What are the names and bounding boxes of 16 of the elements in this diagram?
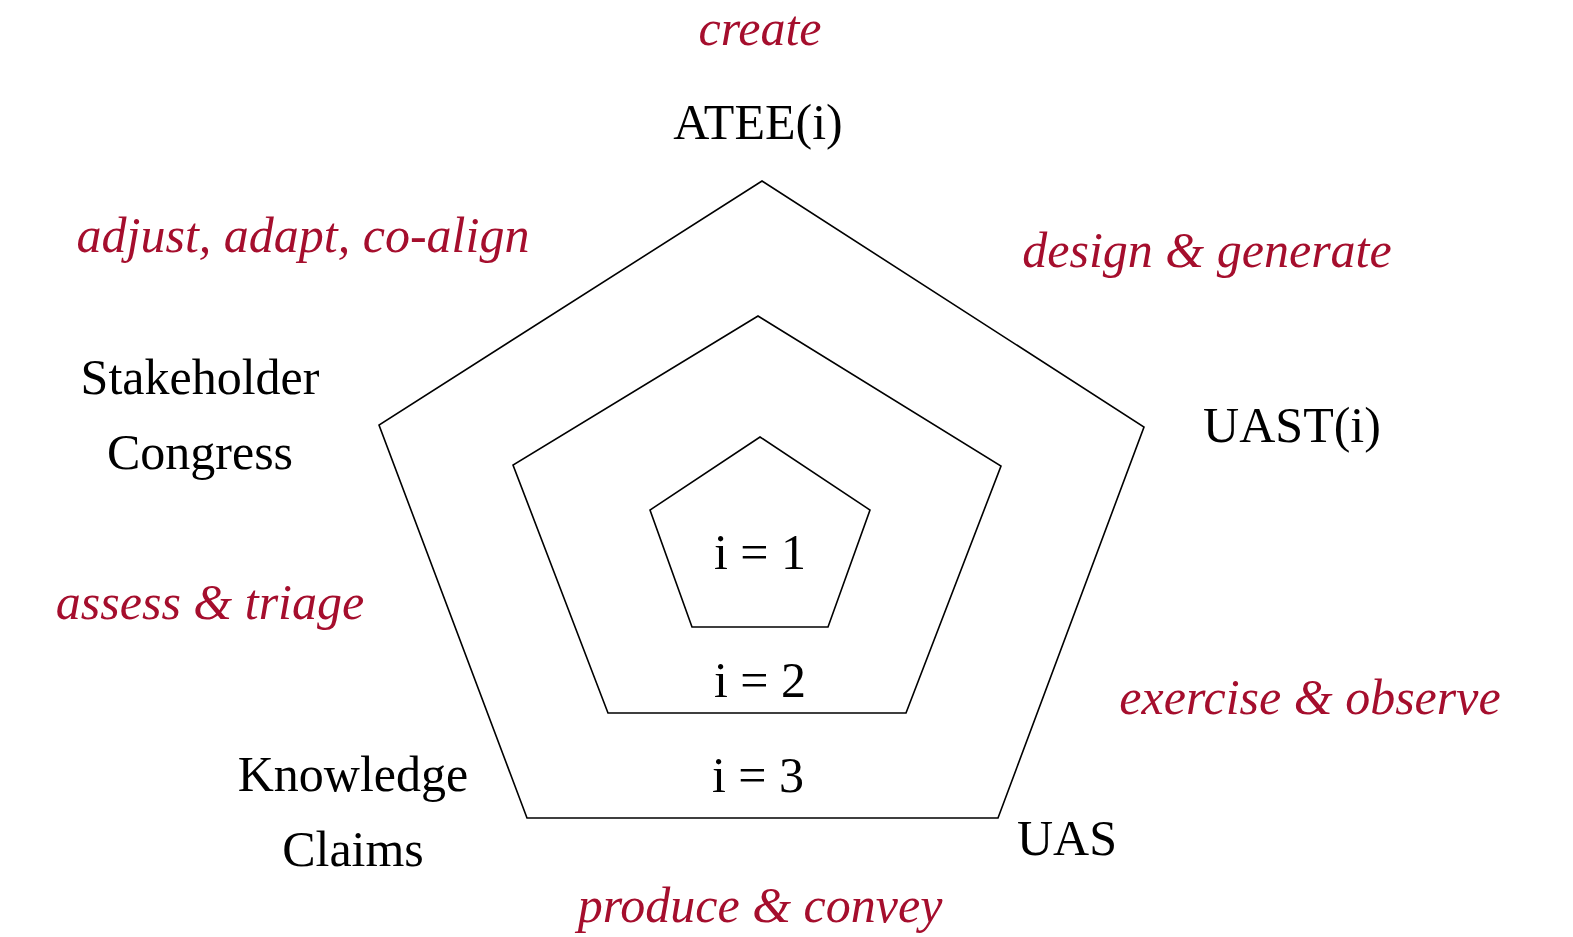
vertex-label: Stakeholder Congress [79,348,321,482]
pentagon-shape [513,316,1001,713]
vertex-label: UAS [1017,808,1117,868]
vertex-label: ATEE(i) [673,92,843,152]
activity-label: produce & convey [577,875,943,935]
activity-label: create [698,0,822,58]
activity-label: adjust, adapt, co-align [76,205,530,265]
activity-label: assess & triage [55,572,365,632]
pentagon-shape [650,437,870,627]
vertex-label: UAST(i) [1203,395,1381,455]
activity-label: exercise & observe [1119,667,1501,727]
level-label: i = 2 [713,655,807,705]
vertex-label: Knowledge Claims [236,745,470,879]
activity-label: design & generate [1022,220,1392,280]
level-label: i = 1 [713,527,807,577]
level-label: i = 3 [711,750,805,800]
